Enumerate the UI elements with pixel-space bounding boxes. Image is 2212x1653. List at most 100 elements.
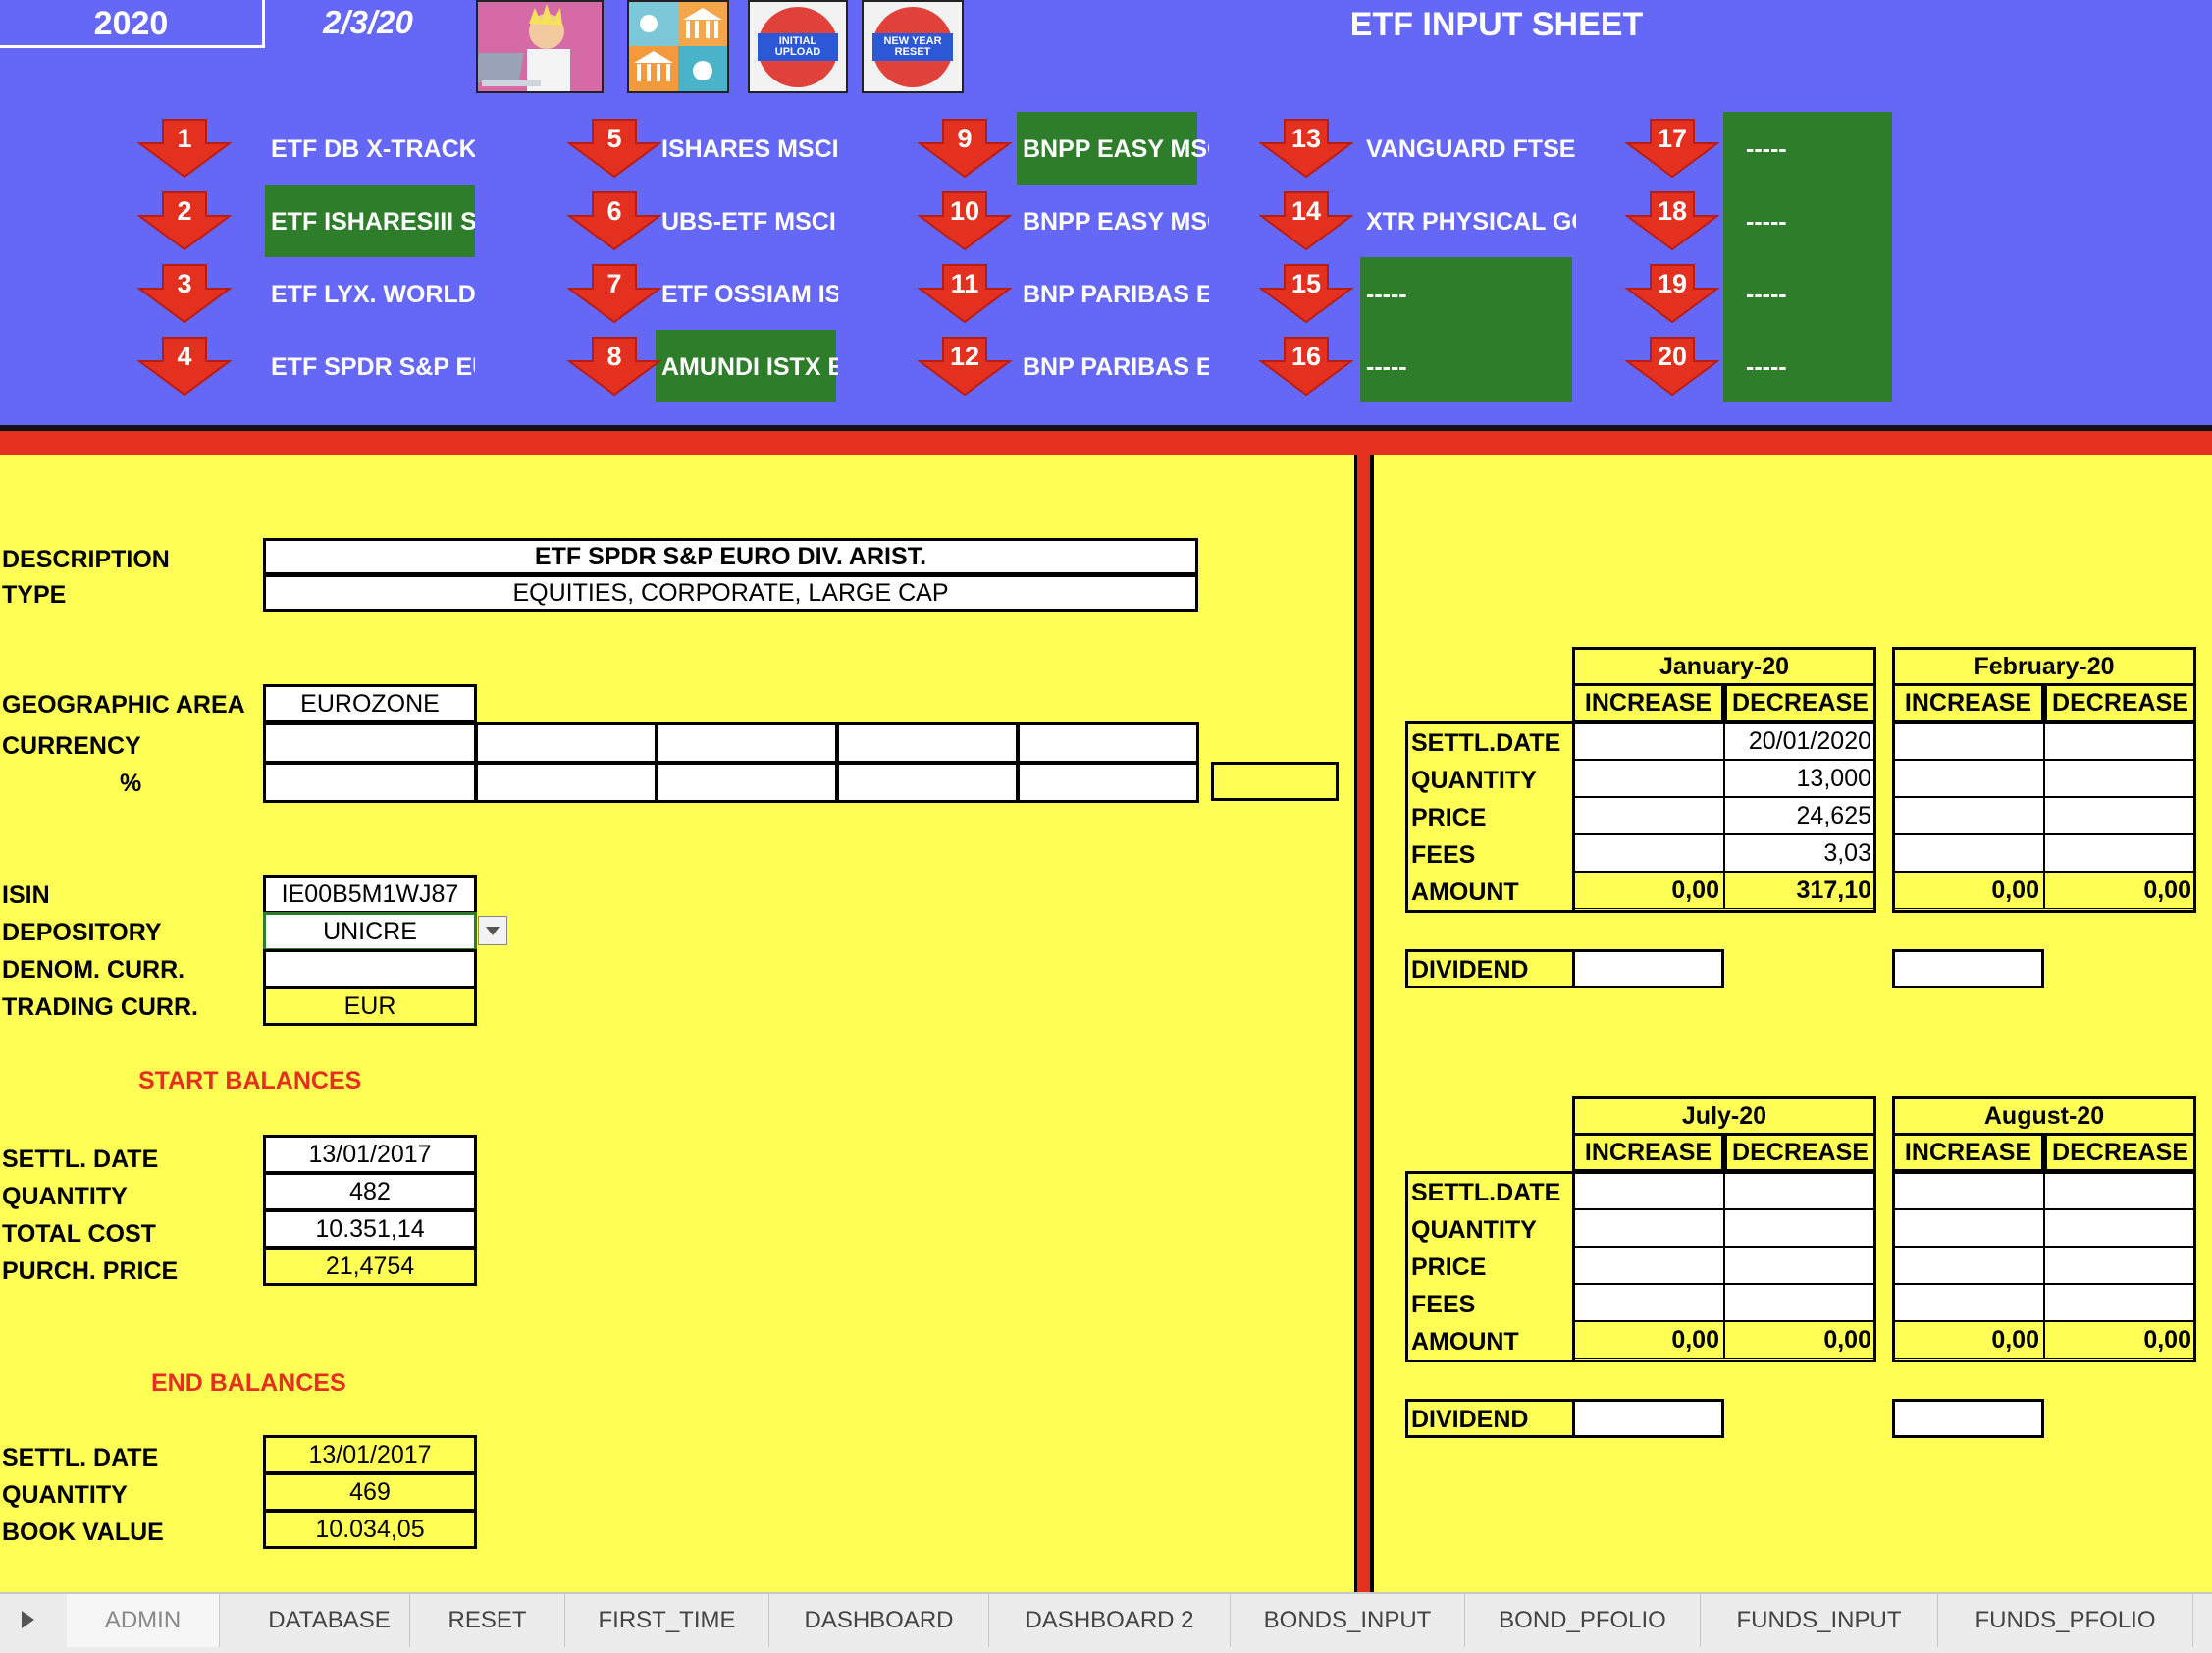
etf-name-18[interactable]: -----	[1746, 208, 1787, 236]
total-cost-field[interactable]: 10.351,14	[263, 1209, 477, 1249]
tab-bonds-input[interactable]: BONDS_INPUT	[1231, 1594, 1465, 1647]
increase-cell[interactable]	[1892, 797, 2044, 834]
percent-cell[interactable]	[475, 762, 658, 803]
currency-cell[interactable]	[475, 722, 658, 764]
percent-cell[interactable]	[836, 762, 1019, 803]
geographic-area-field[interactable]: EUROZONE	[263, 684, 477, 723]
initial-upload-button[interactable]: INITIAL UPLOAD	[748, 0, 848, 93]
start-settl-date-field[interactable]: 13/01/2017	[263, 1135, 477, 1174]
tab-bond-pfolio[interactable]: BOND_PFOLIO	[1465, 1594, 1701, 1647]
year-cell[interactable]: 2020	[0, 0, 265, 48]
depository-select[interactable]: UNICRE	[263, 912, 477, 951]
isin-field[interactable]: IE00B5M1WJ87	[263, 875, 477, 914]
etf-select-arrow-18[interactable]: 18	[1625, 190, 1719, 251]
denom-curr-field[interactable]	[263, 949, 477, 988]
decrease-cell[interactable]	[2044, 760, 2196, 797]
etf-name-1[interactable]: ETF DB X-TRACKEF	[271, 135, 475, 163]
currency-cell[interactable]	[656, 722, 838, 764]
etf-name-10[interactable]: BNPP EASY MSCI	[1023, 208, 1209, 236]
tab-reset[interactable]: RESET	[410, 1594, 565, 1647]
etf-select-arrow-6[interactable]: 6	[567, 190, 661, 251]
bank-image-button[interactable]	[627, 0, 729, 93]
decrease-cell[interactable]	[1724, 1284, 1876, 1321]
etf-name-5[interactable]: ISHARES MSCI V	[661, 135, 838, 163]
tab-database[interactable]: DATABASE	[249, 1594, 410, 1647]
increase-cell[interactable]	[1892, 1209, 2044, 1247]
etf-select-arrow-17[interactable]: 17	[1625, 118, 1719, 179]
etf-name-19[interactable]: -----	[1746, 281, 1787, 308]
etf-select-arrow-15[interactable]: 15	[1259, 263, 1353, 324]
increase-cell[interactable]	[1572, 1284, 1724, 1321]
increase-cell[interactable]	[1892, 834, 2044, 872]
percent-cell[interactable]	[656, 762, 838, 803]
description-field[interactable]: ETF SPDR S&P EURO DIV. ARIST.	[263, 538, 1198, 575]
increase-cell[interactable]	[1892, 722, 2044, 760]
etf-name-13[interactable]: VANGUARD FTSE E	[1366, 135, 1576, 163]
scroll-tabs-right-icon[interactable]	[18, 1608, 37, 1631]
etf-select-arrow-20[interactable]: 20	[1625, 336, 1719, 397]
etf-name-6[interactable]: UBS-ETF MSCI E	[661, 208, 838, 236]
etf-name-7[interactable]: ETF OSSIAM ISTxx EU M	[661, 281, 838, 308]
dividend-cell[interactable]	[1892, 1399, 2044, 1438]
tab-funds-input[interactable]: FUNDS_INPUT	[1701, 1594, 1938, 1647]
trading-curr-field[interactable]: EUR	[263, 986, 477, 1026]
increase-cell[interactable]	[1572, 1247, 1724, 1284]
etf-name-15[interactable]: -----	[1366, 281, 1407, 308]
dividend-cell[interactable]	[1572, 949, 1724, 988]
start-quantity-field[interactable]: 482	[263, 1172, 477, 1211]
currency-cell[interactable]	[836, 722, 1019, 764]
decrease-cell[interactable]: 20/01/2020	[1724, 722, 1876, 760]
decrease-cell[interactable]	[1724, 1247, 1876, 1284]
decrease-cell[interactable]	[2044, 722, 2196, 760]
etf-name-11[interactable]: BNP PARIBAS EAS	[1023, 281, 1209, 308]
etf-select-arrow-13[interactable]: 13	[1259, 118, 1353, 179]
etf-name-3[interactable]: ETF LYX. WORLD V	[271, 281, 475, 308]
tab-dashboard[interactable]: DASHBOARD	[769, 1594, 989, 1647]
etf-select-arrow-8[interactable]: 8	[567, 336, 661, 397]
decrease-cell[interactable]: 13,000	[1724, 760, 1876, 797]
etf-select-arrow-10[interactable]: 10	[918, 190, 1012, 251]
etf-select-arrow-16[interactable]: 16	[1259, 336, 1353, 397]
decrease-cell[interactable]: 3,03	[1724, 834, 1876, 872]
tab-funds-pfolio[interactable]: FUNDS_PFOLIO	[1938, 1594, 2193, 1647]
increase-cell[interactable]	[1572, 1209, 1724, 1247]
decrease-cell[interactable]: 24,625	[1724, 797, 1876, 834]
etf-name-8[interactable]: AMUNDI ISTX EU MUL-	[661, 353, 838, 381]
etf-name-2[interactable]: ETF ISHARESIII SM	[271, 208, 475, 236]
increase-cell[interactable]	[1892, 1172, 2044, 1209]
decrease-cell[interactable]	[1724, 1209, 1876, 1247]
type-field[interactable]: EQUITIES, CORPORATE, LARGE CAP	[263, 574, 1198, 612]
percent-total-cell[interactable]	[1211, 762, 1339, 801]
etf-select-arrow-1[interactable]: 1	[137, 118, 232, 179]
increase-cell[interactable]	[1892, 760, 2044, 797]
etf-select-arrow-19[interactable]: 19	[1625, 263, 1719, 324]
etf-select-arrow-7[interactable]: 7	[567, 263, 661, 324]
new-year-reset-button[interactable]: NEW YEAR RESET	[862, 0, 964, 93]
chevron-down-icon[interactable]	[478, 916, 507, 945]
etf-select-arrow-12[interactable]: 12	[918, 336, 1012, 397]
decrease-cell[interactable]	[2044, 1209, 2196, 1247]
percent-cell[interactable]	[263, 762, 477, 803]
increase-cell[interactable]	[1572, 722, 1724, 760]
etf-name-16[interactable]: -----	[1366, 353, 1407, 381]
etf-name-14[interactable]: XTR PHYSICAL GOI	[1366, 208, 1576, 236]
tab-admin[interactable]: ADMIN	[67, 1594, 220, 1647]
etf-name-17[interactable]: -----	[1746, 135, 1787, 163]
dividend-cell[interactable]	[1892, 949, 2044, 988]
increase-cell[interactable]	[1892, 1247, 2044, 1284]
tab-dashboard-2[interactable]: DASHBOARD 2	[989, 1594, 1231, 1647]
etf-name-20[interactable]: -----	[1746, 353, 1787, 381]
etf-select-arrow-5[interactable]: 5	[567, 118, 661, 179]
etf-select-arrow-2[interactable]: 2	[137, 190, 232, 251]
decrease-cell[interactable]	[2044, 797, 2196, 834]
etf-select-arrow-9[interactable]: 9	[918, 118, 1012, 179]
etf-name-4[interactable]: ETF SPDR S&P EUF	[271, 353, 475, 381]
increase-cell[interactable]	[1572, 760, 1724, 797]
increase-cell[interactable]	[1572, 797, 1724, 834]
increase-cell[interactable]	[1572, 834, 1724, 872]
etf-name-12[interactable]: BNP PARIBAS EAS	[1023, 353, 1209, 381]
currency-cell[interactable]	[263, 722, 477, 764]
etf-select-arrow-3[interactable]: 3	[137, 263, 232, 324]
decrease-cell[interactable]	[1724, 1172, 1876, 1209]
currency-cell[interactable]	[1017, 722, 1199, 764]
